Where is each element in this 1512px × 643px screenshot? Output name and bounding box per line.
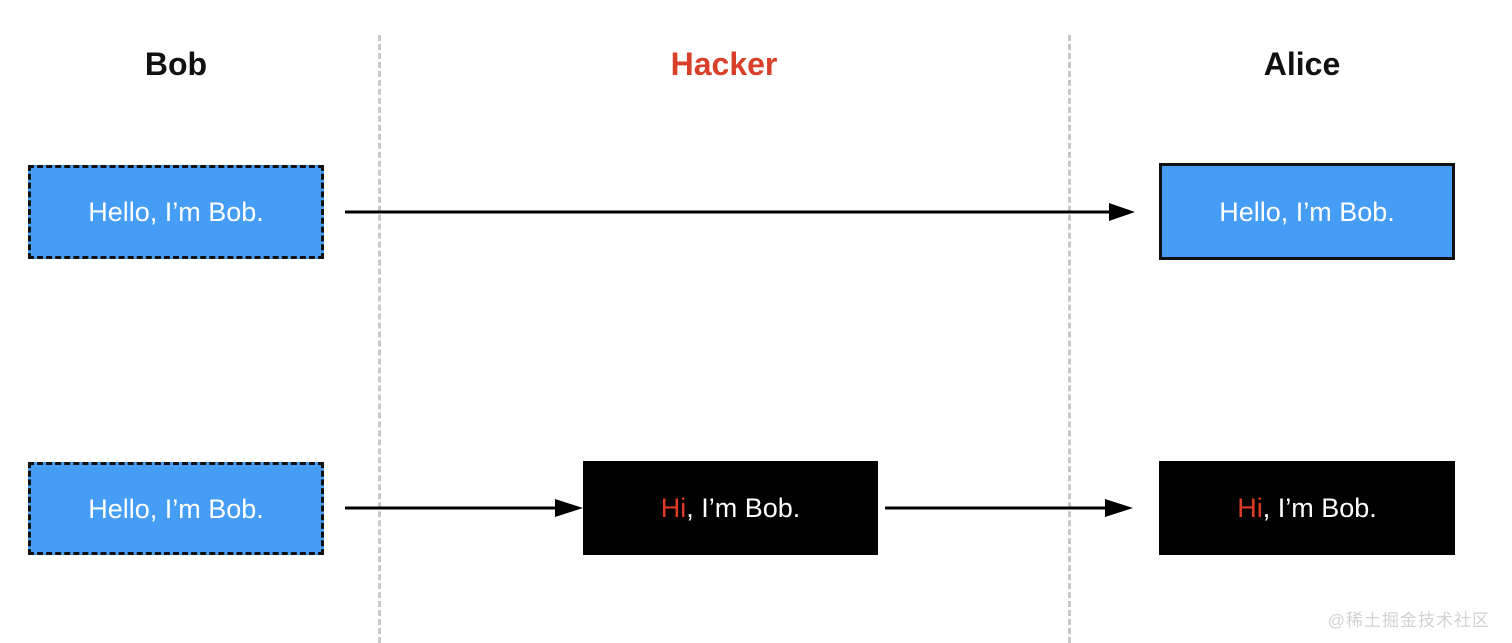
- message-box-bob-row2: Hello, I’m Bob.: [28, 462, 324, 555]
- message-box-alice-row1: Hello, I’m Bob.: [1159, 163, 1455, 260]
- arrow-bob-to-alice: [345, 203, 1135, 221]
- watermark: @稀土掘金技术社区: [1327, 611, 1490, 630]
- column-title-bob: Bob: [144, 46, 208, 82]
- message-text: Hello, I’m Bob.: [88, 493, 264, 524]
- lane-divider-bob-hacker: [378, 35, 381, 643]
- arrow-hacker-to-alice: [885, 499, 1133, 517]
- message-text-highlight: Hi: [660, 493, 687, 523]
- column-title-hacker: Hacker: [670, 46, 778, 82]
- message-box-hacker-row2: Hi, I’m Bob.: [583, 461, 878, 555]
- arrow-bob-to-hacker: [345, 499, 583, 517]
- message-text-rest: , I’m Bob.: [686, 493, 801, 523]
- lane-divider-hacker-alice: [1068, 35, 1071, 643]
- message-text: Hello, I’m Bob.: [88, 197, 264, 227]
- message-text-rest: , I’m Bob.: [1262, 493, 1377, 523]
- message-text-highlight: Hi: [1237, 493, 1263, 523]
- message-box-alice-row2: Hi, I’m Bob.: [1159, 461, 1455, 555]
- message-text: Hello, I’m Bob.: [1219, 196, 1395, 227]
- column-title-alice: Alice: [1263, 46, 1341, 82]
- message-box-bob-row1: Hello, I’m Bob.: [28, 165, 324, 259]
